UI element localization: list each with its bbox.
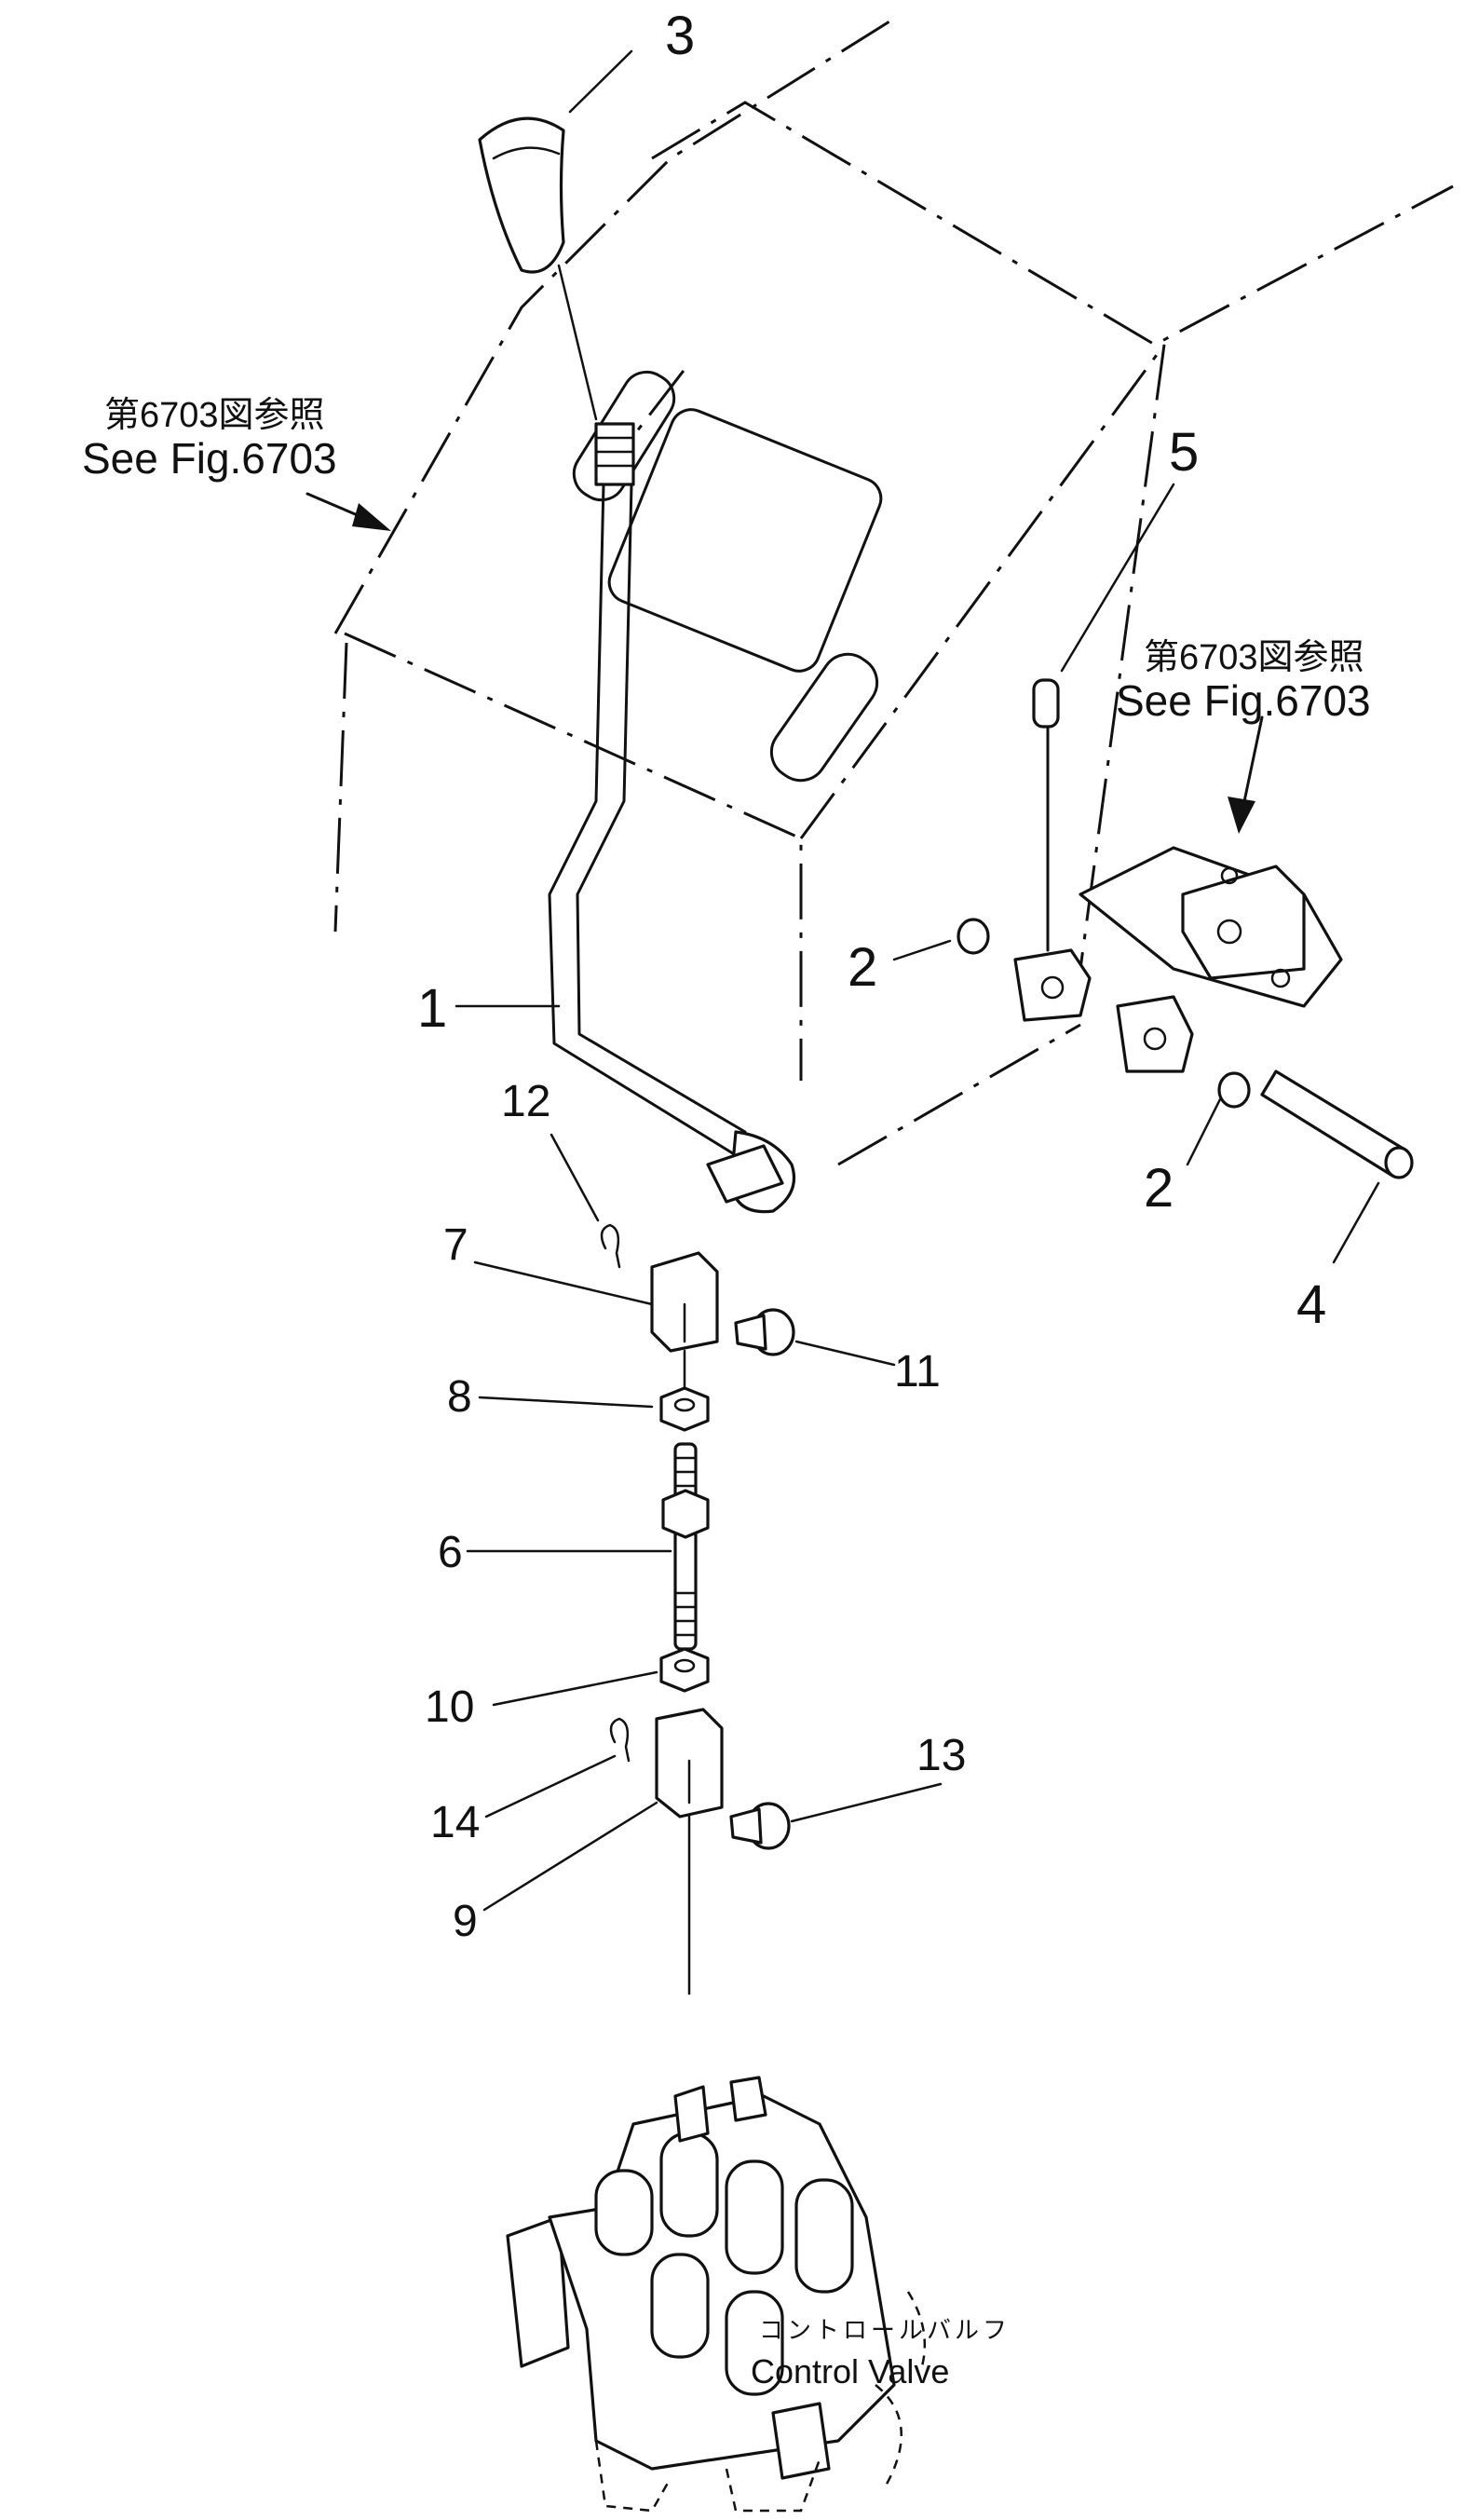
callout-14: 14 <box>430 1798 480 1847</box>
callout-8: 8 <box>447 1372 472 1422</box>
callout-2-lower: 2 <box>1144 1158 1174 1219</box>
cotter-pin-part-12 <box>600 1223 621 1269</box>
control-valve-label: コントロールバルフ Control Valve <box>751 2316 1011 2391</box>
cover-panel <box>333 17 1454 1166</box>
control-valve-label-jp: コントロールバルフ <box>759 2316 1011 2344</box>
clevis-pin-part-13 <box>729 1802 791 1850</box>
reference-left: 第6703図参照 See Fig.6703 <box>82 396 337 483</box>
callout-10: 10 <box>425 1682 474 1732</box>
cover-slot-lower <box>769 652 879 783</box>
callout-12: 12 <box>501 1077 550 1126</box>
reference-left-en: See Fig.6703 <box>82 434 337 483</box>
callout-13: 13 <box>916 1731 966 1780</box>
nut-part-10 <box>659 1647 710 1693</box>
reference-arrow-left <box>305 492 391 531</box>
callout-1: 1 <box>417 978 447 1039</box>
reference-right: 第6703図参照 See Fig.6703 <box>1116 638 1371 725</box>
callout-3: 3 <box>665 6 695 66</box>
reference-arrow-right <box>1228 715 1264 834</box>
callout-9: 9 <box>453 1897 478 1946</box>
callout-11: 11 <box>894 1347 941 1396</box>
yoke-part-7 <box>650 1251 719 1399</box>
rod-part-6 <box>661 1442 710 1651</box>
callout-2-upper: 2 <box>848 937 877 998</box>
cover-window <box>607 408 883 673</box>
leader-lines <box>455 49 1380 1912</box>
knob-part-3 <box>478 116 598 421</box>
yoke-part-9 <box>655 1708 724 1996</box>
collar-part-2-lower <box>1217 1071 1251 1109</box>
reference-right-jp: 第6703図参照 <box>1144 638 1364 677</box>
callout-labels: 1 2 2 3 4 5 6 7 8 9 10 11 12 13 14 <box>417 6 1326 1946</box>
clevis-pin-part-11 <box>734 1308 795 1356</box>
nut-part-8 <box>659 1386 710 1432</box>
callout-4: 4 <box>1296 1274 1326 1335</box>
callout-6: 6 <box>438 1528 463 1577</box>
callout-7: 7 <box>443 1220 468 1270</box>
control-valve-label-en: Control Valve <box>751 2352 949 2391</box>
pin-part-4 <box>1260 1069 1414 1179</box>
cover-slot-upper <box>572 370 676 502</box>
cotter-pin-part-14 <box>609 1717 631 1763</box>
bracket-assembly <box>1013 688 1343 1073</box>
collar-part-2-upper <box>957 918 990 955</box>
callout-5: 5 <box>1169 422 1199 483</box>
reference-left-jp: 第6703図参照 <box>104 396 325 435</box>
control-valve <box>506 2076 927 2513</box>
pin-part-5 <box>1032 678 1060 729</box>
reference-right-en: See Fig.6703 <box>1116 676 1371 725</box>
lever-part-1 <box>548 422 796 1214</box>
